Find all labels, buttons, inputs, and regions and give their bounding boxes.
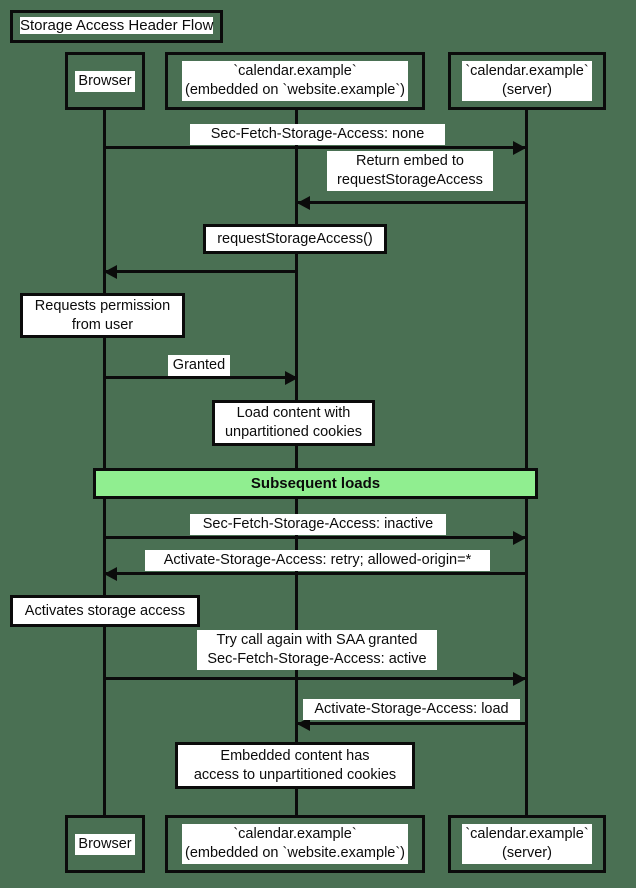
lifeline-server xyxy=(525,110,528,815)
note-request-storage-access: requestStorageAccess() xyxy=(203,224,387,254)
message-line-3 xyxy=(104,270,297,273)
diagram-title-box: Storage Access Header Flow xyxy=(10,10,224,43)
diagram-title-text: Storage Access Header Flow xyxy=(20,17,214,34)
message-line-1 xyxy=(104,146,526,149)
participant-server-top[interactable]: `calendar.example` (server) xyxy=(448,52,606,110)
note-load-content: Load content with unpartitioned cookies xyxy=(212,400,375,446)
message-arrowhead-7 xyxy=(513,671,526,686)
message-arrowhead-1 xyxy=(513,140,526,155)
note-requests-permission: Requests permission from user xyxy=(20,293,185,338)
participant-embed-bottom-label: `calendar.example` (embedded on `website… xyxy=(181,824,409,864)
message-line-2 xyxy=(297,201,526,204)
section-bar-label: Subsequent loads xyxy=(250,475,381,492)
participant-browser-top[interactable]: Browser xyxy=(65,52,145,110)
participant-embed-top-label: `calendar.example` (embedded on `website… xyxy=(181,61,409,101)
message-line-6 xyxy=(104,572,526,575)
message-line-8 xyxy=(297,722,526,725)
message-label-7: Try call again with SAA granted Sec-Fetc… xyxy=(197,630,437,670)
section-bar-subsequent-loads: Subsequent loads xyxy=(93,468,538,499)
note-requests-permission-label: Requests permission from user xyxy=(34,297,171,333)
lifeline-embed xyxy=(295,110,298,815)
participant-server-top-label: `calendar.example` (server) xyxy=(462,61,592,101)
participant-browser-bottom[interactable]: Browser xyxy=(65,815,145,873)
message-line-7 xyxy=(104,677,526,680)
message-label-6: Activate-Storage-Access: retry; allowed-… xyxy=(145,550,490,571)
message-arrowhead-6 xyxy=(104,566,117,581)
participant-browser-top-label: Browser xyxy=(75,70,135,92)
message-arrowhead-2 xyxy=(297,195,310,210)
message-label-2: Return embed to requestStorageAccess xyxy=(327,151,493,191)
message-line-4 xyxy=(104,376,298,379)
message-arrowhead-3 xyxy=(104,264,117,279)
message-label-8: Activate-Storage-Access: load xyxy=(303,699,520,720)
message-label-5: Sec-Fetch-Storage-Access: inactive xyxy=(190,514,446,535)
message-line-5 xyxy=(104,536,526,539)
participant-embed-bottom[interactable]: `calendar.example` (embedded on `website… xyxy=(165,815,425,873)
participant-server-bottom-label: `calendar.example` (server) xyxy=(462,824,592,864)
note-embedded-content-access: Embedded content has access to unpartiti… xyxy=(175,742,415,789)
note-request-storage-access-label: requestStorageAccess() xyxy=(217,230,373,247)
participant-browser-bottom-label: Browser xyxy=(75,833,135,855)
note-embedded-content-access-label: Embedded content has access to unpartiti… xyxy=(193,747,397,783)
note-load-content-label: Load content with unpartitioned cookies xyxy=(224,405,363,440)
message-label-1: Sec-Fetch-Storage-Access: none xyxy=(190,124,445,145)
message-arrowhead-8 xyxy=(297,716,310,731)
note-activates-storage-access: Activates storage access xyxy=(10,595,200,627)
participant-server-bottom[interactable]: `calendar.example` (server) xyxy=(448,815,606,873)
message-arrowhead-5 xyxy=(513,530,526,545)
message-arrowhead-4 xyxy=(285,370,298,385)
lifeline-browser xyxy=(103,110,106,815)
message-label-4: Granted xyxy=(168,355,230,376)
participant-embed-top[interactable]: `calendar.example` (embedded on `website… xyxy=(165,52,425,110)
note-activates-storage-access-label: Activates storage access xyxy=(24,602,186,619)
